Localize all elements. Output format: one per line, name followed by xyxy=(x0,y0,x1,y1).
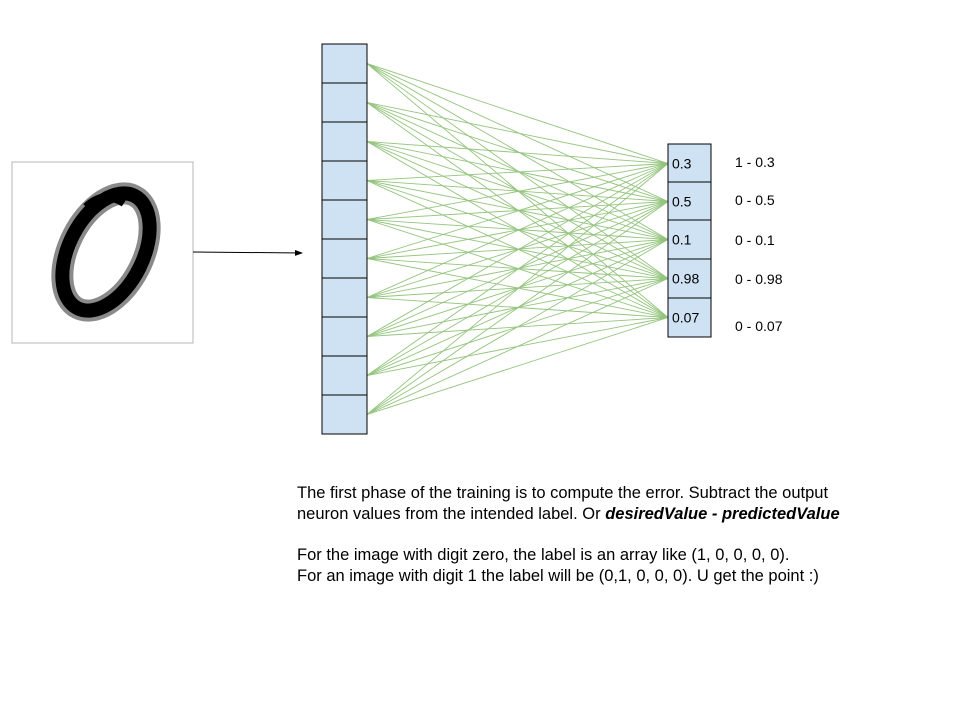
connection-line xyxy=(366,180,669,240)
input-neuron xyxy=(321,160,368,201)
output-neuron-value: 0.3 xyxy=(672,156,692,172)
connection-line xyxy=(366,141,669,164)
connection-line xyxy=(366,278,669,415)
description-line-1: The first phase of the training is to co… xyxy=(297,484,829,502)
input-arrow xyxy=(192,249,303,256)
input-neuron xyxy=(321,43,368,84)
error-label: 0 - 0.5 xyxy=(735,192,775,208)
input-digit-image xyxy=(11,161,194,344)
connection-line xyxy=(366,102,669,164)
error-label: 1 - 0.3 xyxy=(735,154,775,170)
output-neuron xyxy=(667,258,712,299)
error-labels: 1 - 0.3 0 - 0.5 0 - 0.1 0 - 0.98 0 - 0.07 xyxy=(735,154,783,334)
description-line-3: For the image with digit zero, the label… xyxy=(297,546,790,564)
output-neuron xyxy=(667,181,712,222)
input-neuron xyxy=(321,121,368,162)
error-label: 0 - 0.1 xyxy=(735,232,775,248)
connections xyxy=(366,63,669,415)
connection-line xyxy=(366,63,669,164)
connection-line xyxy=(366,102,669,202)
connection-line xyxy=(366,63,669,240)
connection-line xyxy=(366,201,669,220)
connection-line xyxy=(366,163,669,220)
connection-line xyxy=(366,201,669,259)
output-neuron-value: 0.98 xyxy=(672,271,699,287)
handwritten-digit-zero-icon xyxy=(51,182,161,322)
output-neuron xyxy=(667,297,712,338)
connection-line xyxy=(366,180,669,202)
connection-line xyxy=(366,163,669,337)
connection-line xyxy=(366,163,669,376)
input-neuron xyxy=(321,277,368,318)
input-neuron xyxy=(321,394,368,435)
description-line-2: neuron values from the intended label. O… xyxy=(297,505,606,523)
connection-line xyxy=(366,239,669,415)
output-neuron-value: 0.07 xyxy=(672,310,699,326)
input-neuron xyxy=(321,238,368,279)
input-neuron xyxy=(321,316,368,357)
error-label: 0 - 0.07 xyxy=(735,318,783,334)
output-layer: 0.3 0.5 0.1 0.98 0.07 xyxy=(667,143,712,338)
output-neuron xyxy=(667,143,712,184)
connection-line xyxy=(366,163,669,181)
input-layer xyxy=(321,43,368,435)
input-neuron xyxy=(321,199,368,240)
connection-line xyxy=(366,201,669,415)
description-line-4: For an image with digit 1 the label will… xyxy=(297,567,819,585)
connection-line xyxy=(366,219,669,240)
description-paragraph-2: For the image with digit zero, the label… xyxy=(297,545,819,587)
connection-line xyxy=(366,239,669,298)
connection-line xyxy=(366,163,669,298)
connection-line xyxy=(366,163,669,259)
connection-line xyxy=(366,63,669,202)
input-neuron xyxy=(321,355,368,396)
output-neuron xyxy=(667,219,712,260)
error-label: 0 - 0.98 xyxy=(735,271,783,287)
connection-line xyxy=(366,163,669,415)
connection-line xyxy=(366,102,669,240)
connection-line xyxy=(366,141,669,202)
connection-line xyxy=(366,239,669,259)
output-neuron-value: 0.5 xyxy=(672,194,692,210)
description-formula: desiredValue - predictedValue xyxy=(605,505,840,523)
output-neuron-value: 0.1 xyxy=(672,232,692,248)
description-paragraph-1: The first phase of the training is to co… xyxy=(297,483,840,525)
connection-line xyxy=(366,141,669,240)
connection-line xyxy=(366,317,669,415)
input-neuron xyxy=(321,82,368,123)
